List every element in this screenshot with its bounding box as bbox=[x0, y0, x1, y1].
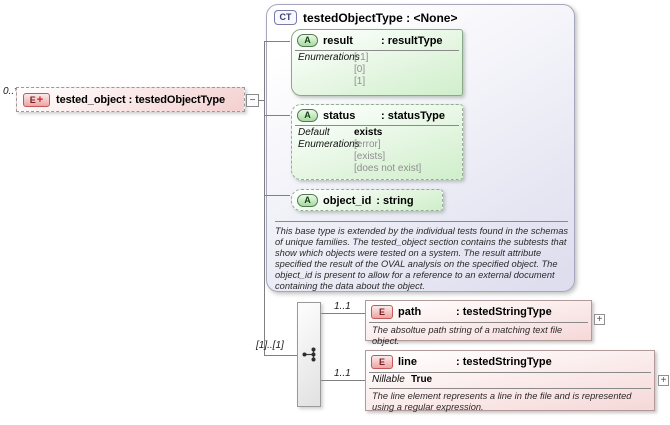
default-value: exists bbox=[354, 127, 383, 138]
enum-value: [-1] bbox=[354, 52, 369, 63]
sequence-indicator[interactable] bbox=[297, 302, 321, 407]
element-tested-object[interactable]: E+ tested_object : testedObjectType bbox=[16, 87, 245, 112]
attribute-name: result bbox=[323, 34, 353, 47]
element-icon: E+ bbox=[23, 92, 50, 107]
nillable-row: Nillable True bbox=[366, 374, 654, 386]
path-occurrence-label: 1..1 bbox=[334, 301, 351, 312]
element-icon-letter: E bbox=[29, 94, 36, 105]
attribute-icon: A bbox=[297, 194, 318, 207]
enumerations-row: Enumerations [-1] [0] [1] bbox=[292, 52, 462, 88]
element-icon-letter: E bbox=[378, 307, 385, 317]
connector-line bbox=[321, 380, 365, 381]
sequence-icon bbox=[302, 347, 315, 362]
sequence-occurrence-label: [1]..[1] bbox=[256, 340, 284, 351]
connector-line bbox=[264, 195, 290, 196]
element-name: line bbox=[398, 356, 417, 368]
attribute-type: : resultType bbox=[381, 34, 443, 47]
root-occurrence-label: 0..* bbox=[3, 86, 19, 97]
connector-line bbox=[321, 313, 365, 314]
enum-value: [1] bbox=[354, 76, 366, 87]
attribute-type: : string bbox=[376, 194, 414, 207]
connector-line bbox=[264, 115, 290, 116]
attribute-icon: A bbox=[297, 34, 318, 47]
attribute-name: object_id bbox=[323, 194, 372, 207]
attribute-icon: A bbox=[297, 109, 318, 122]
enumerations-row: Enumerations [error] [exists] [does not … bbox=[292, 139, 462, 175]
attribute-type: : statusType bbox=[381, 109, 445, 122]
attribute-name: status bbox=[323, 109, 356, 122]
complextype-header: CT testedObjectType : <None> bbox=[274, 10, 457, 25]
enumerations-label: Enumerations bbox=[298, 139, 360, 150]
enum-value: [exists] bbox=[354, 151, 386, 162]
element-icon-letter: E bbox=[378, 357, 385, 367]
enum-value: [error] bbox=[354, 139, 381, 150]
divider bbox=[369, 388, 651, 389]
divider bbox=[275, 221, 568, 222]
plus-badge-icon: + bbox=[36, 93, 44, 106]
nillable-value: True bbox=[411, 374, 433, 385]
divider bbox=[295, 125, 459, 126]
complextype-title: testedObjectType : <None> bbox=[303, 10, 458, 25]
element-path-header: E path : testedStringType bbox=[366, 301, 591, 320]
connector-line bbox=[264, 355, 297, 356]
enumerations-label: Enumerations bbox=[298, 52, 360, 63]
element-type: : testedStringType bbox=[456, 306, 552, 318]
attribute-status[interactable]: A status : statusType Default exists Enu… bbox=[291, 104, 463, 180]
element-line-header: E line : testedStringType bbox=[366, 351, 654, 370]
element-icon: E bbox=[371, 355, 393, 369]
element-path[interactable]: E path : testedStringType The absoltue p… bbox=[365, 300, 592, 346]
element-line[interactable]: E line : testedStringType Nillable True … bbox=[365, 350, 655, 412]
connector-line bbox=[264, 41, 265, 356]
element-line-documentation: The line element represents a line in th… bbox=[372, 391, 632, 412]
attribute-result-header: A result : resultType bbox=[292, 30, 462, 48]
expand-icon[interactable]: + bbox=[658, 375, 669, 386]
complextype-documentation: This base type is extended by the indivi… bbox=[275, 226, 569, 291]
divider bbox=[295, 50, 459, 51]
divider bbox=[369, 372, 651, 373]
element-name: path bbox=[398, 306, 422, 318]
attribute-result[interactable]: A result : resultType Enumerations [-1] … bbox=[291, 29, 463, 96]
element-tested-object-label: tested_object : testedObjectType bbox=[56, 93, 225, 106]
default-label: Default bbox=[298, 127, 330, 138]
complextype-icon: CT bbox=[274, 10, 297, 25]
connector-line bbox=[258, 100, 265, 101]
element-path-documentation: The absoltue path string of a matching t… bbox=[372, 325, 563, 346]
element-icon: E bbox=[371, 305, 393, 319]
element-type: : testedStringType bbox=[456, 356, 552, 368]
enum-value: [does not exist] bbox=[354, 163, 422, 174]
connector-line bbox=[264, 41, 290, 42]
line-occurrence-label: 1..1 bbox=[334, 368, 351, 379]
attribute-status-header: A status : statusType bbox=[292, 105, 462, 123]
nillable-label: Nillable bbox=[372, 374, 405, 385]
attribute-object-id[interactable]: A object_id : string bbox=[291, 189, 443, 211]
complextype-box-testedObjectType[interactable]: CT testedObjectType : <None> A result : … bbox=[266, 4, 575, 292]
enum-value: [0] bbox=[354, 64, 366, 75]
expand-icon[interactable]: + bbox=[594, 314, 605, 325]
default-row: Default exists bbox=[292, 127, 462, 139]
divider bbox=[369, 322, 588, 323]
attribute-object-id-header: A object_id : string bbox=[292, 190, 442, 208]
